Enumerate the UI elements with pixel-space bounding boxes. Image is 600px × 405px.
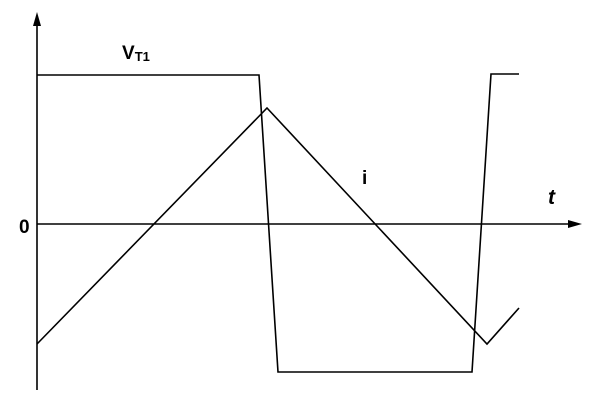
vertical-axis-arrow [33, 12, 41, 26]
voltage-label-subscript: T1 [134, 49, 150, 64]
voltage-label-main: V [122, 43, 135, 64]
time-axis-label: t [548, 186, 555, 209]
current-label: i [362, 168, 368, 189]
voltage-label: VT1 [122, 44, 150, 63]
voltage-waveform [37, 73, 519, 373]
current-waveform [36, 106, 520, 346]
origin-label: 0 [19, 217, 30, 238]
time-axis-arrow [568, 220, 582, 228]
